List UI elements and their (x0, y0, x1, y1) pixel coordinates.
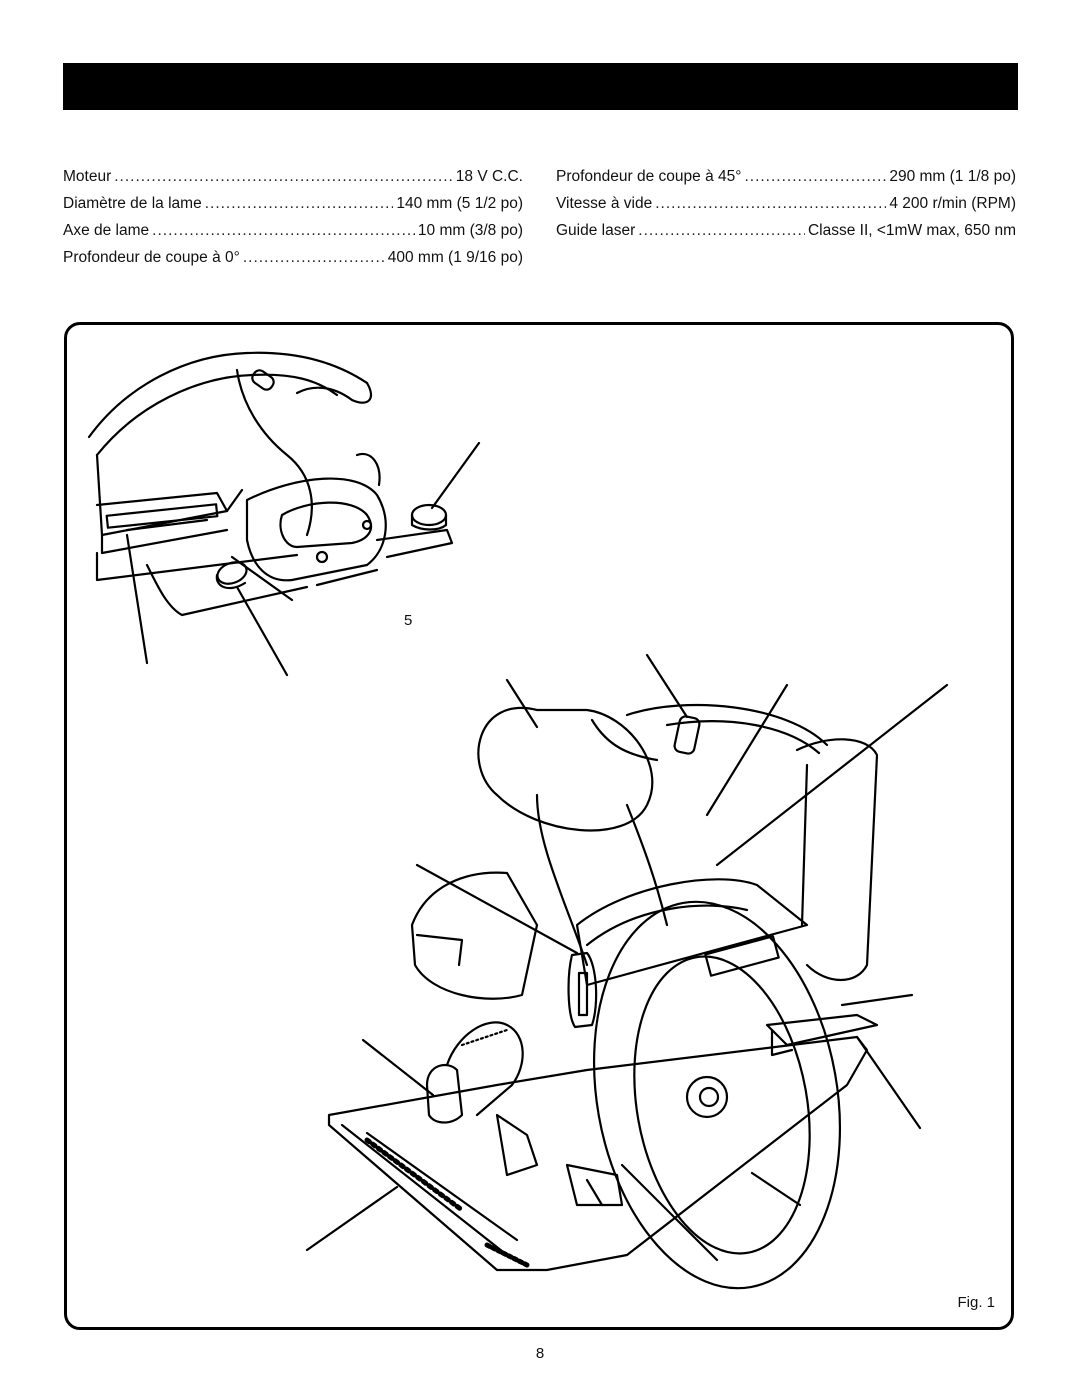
spec-value: Classe II, <1mW max, 650 nm (807, 222, 1016, 239)
circular-saw-illustration: 5 (87, 351, 949, 1290)
spec-label: Moteur (63, 168, 112, 185)
spec-row-cut-depth-0: Profondeur de coupe à 0° 400 mm (1 9/16 … (63, 249, 523, 276)
detail-view (87, 351, 481, 677)
spec-value: 400 mm (1 9/16 po) (387, 249, 523, 266)
main-saw-view (305, 653, 949, 1290)
spec-row-laser-guide: Guide laser Classe II, <1mW max, 650 nm (556, 222, 1016, 249)
spec-label: Vitesse à vide (556, 195, 653, 212)
leader-dots (243, 249, 385, 267)
spec-row-cut-depth-45: Profondeur de coupe à 45° 290 mm (1 1/8 … (556, 168, 1016, 195)
spec-value: 18 V C.C. (455, 168, 523, 185)
spec-value: 4 200 r/min (RPM) (889, 195, 1016, 212)
spec-row-blade-diameter: Diamètre de la lame 140 mm (5 1/2 po) (63, 195, 523, 222)
spec-label: Profondeur de coupe à 0° (63, 249, 240, 266)
leader-dots (114, 168, 453, 186)
specs-left-column: Moteur 18 V C.C. Diamètre de la lame 140… (63, 168, 523, 276)
spec-value: 10 mm (3/8 po) (417, 222, 523, 239)
spec-row-motor: Moteur 18 V C.C. (63, 168, 523, 195)
figure-box: 5 (64, 322, 1014, 1330)
header-bar (63, 63, 1018, 110)
spec-label: Diamètre de la lame (63, 195, 202, 212)
callout-number: 5 (404, 612, 412, 629)
spec-row-no-load-speed: Vitesse à vide 4 200 r/min (RPM) (556, 195, 1016, 222)
spec-label: Axe de lame (63, 222, 150, 239)
specs-right-column: Profondeur de coupe à 45° 290 mm (1 1/8 … (556, 168, 1016, 249)
page-number: 8 (535, 1345, 545, 1362)
spec-value: 290 mm (1 1/8 po) (889, 168, 1016, 185)
leader-dots (744, 168, 886, 186)
spec-row-arbor: Axe de lame 10 mm (3/8 po) (63, 222, 523, 249)
spec-label: Profondeur de coupe à 45° (556, 168, 742, 185)
leader-dots (205, 195, 394, 213)
spec-value: 140 mm (5 1/2 po) (396, 195, 523, 212)
spec-label: Guide laser (556, 222, 636, 239)
leader-dots (655, 195, 886, 213)
leader-dots (152, 222, 415, 240)
leader-dots (638, 222, 805, 240)
figure-caption: Fig. 1 (957, 1294, 995, 1311)
